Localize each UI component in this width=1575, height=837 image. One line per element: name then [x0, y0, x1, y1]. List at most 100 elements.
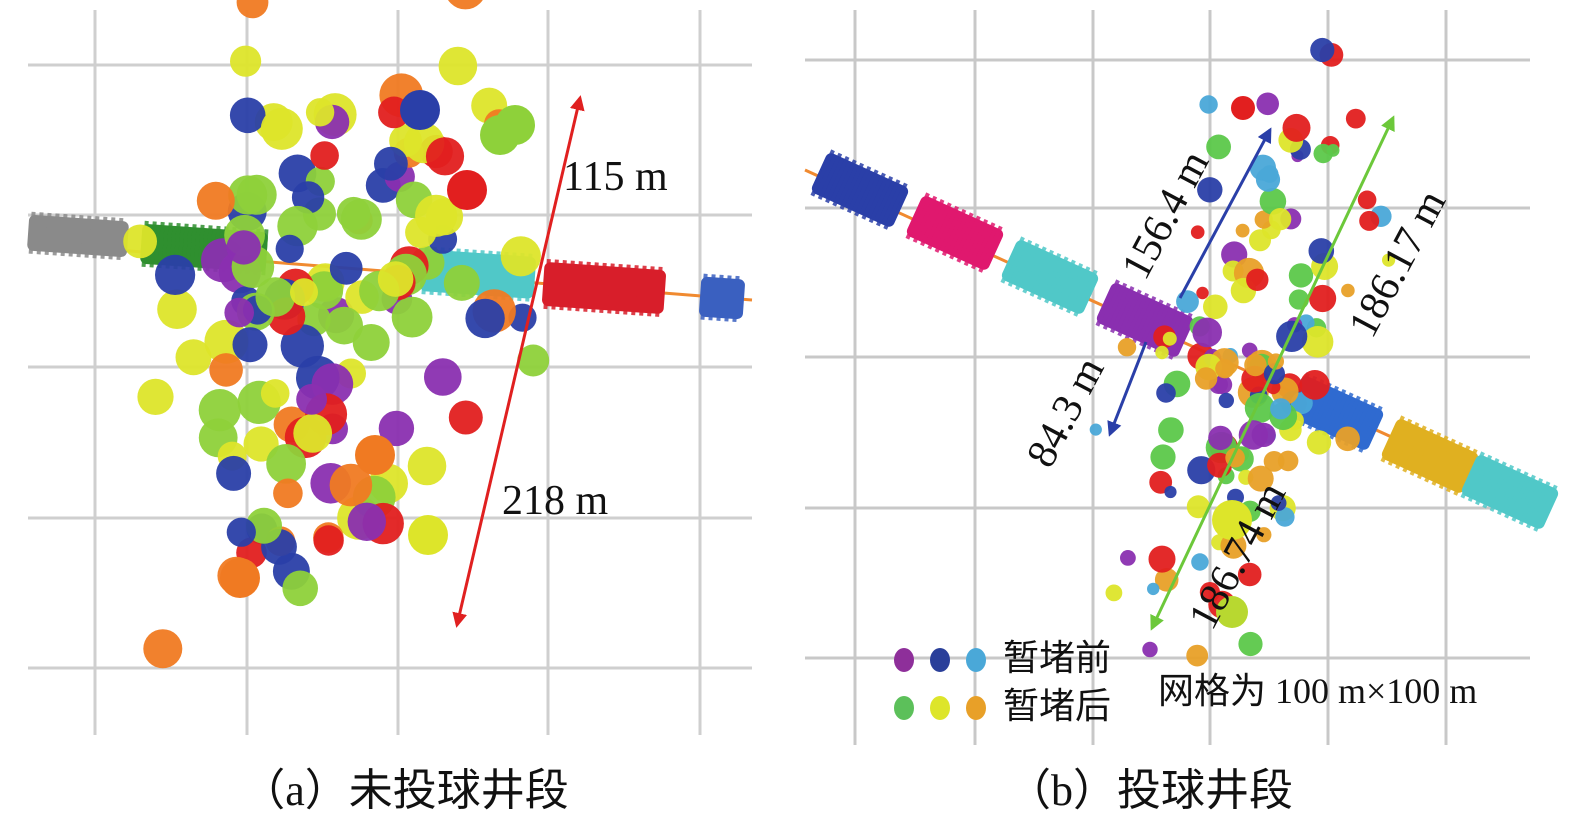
stage-rib — [1489, 464, 1514, 512]
microseismic-event — [378, 410, 415, 447]
stage-rib — [1036, 253, 1062, 301]
microseismic-event — [1155, 345, 1169, 360]
microseismic-event — [1345, 108, 1366, 129]
stage-rib — [1475, 458, 1500, 506]
stage-rib — [883, 182, 908, 230]
microseismic-event — [1276, 320, 1308, 352]
stage-rib — [956, 215, 981, 263]
stage-rib — [920, 199, 945, 247]
stage-rib — [1409, 428, 1434, 476]
microseismic-event — [347, 502, 386, 541]
microseismic-event — [291, 181, 325, 214]
stage-rib — [100, 216, 108, 259]
stage-rib — [1402, 425, 1427, 473]
caption-a: （a）未投球井段 — [241, 766, 569, 815]
stage-rib — [591, 262, 599, 313]
microseismic-event — [1186, 644, 1209, 667]
stage-rib — [655, 266, 663, 317]
stage-rib — [978, 225, 1003, 273]
microseismic-event — [465, 298, 505, 339]
microseismic-event — [1359, 210, 1380, 231]
stage-rib — [854, 169, 879, 217]
microseismic-event — [236, 0, 269, 19]
stage-rib — [912, 195, 938, 243]
stage-rib — [1022, 246, 1047, 294]
stage-rib — [28, 211, 36, 254]
legend-dot-after — [894, 696, 914, 720]
stage-rib — [1504, 471, 1529, 519]
microseismic-event — [1158, 417, 1184, 443]
microseismic-event — [1196, 286, 1209, 300]
microseismic-event — [1260, 165, 1279, 183]
stage-rib — [1395, 422, 1420, 470]
microseismic-event — [123, 224, 157, 259]
stage-rib — [1511, 474, 1536, 522]
microseismic-event — [425, 137, 465, 176]
stage-rib — [631, 265, 639, 316]
frac-stage — [905, 192, 1004, 273]
microseismic-event — [1150, 444, 1176, 470]
microseismic-event — [175, 339, 212, 376]
microseismic-event — [352, 324, 390, 361]
microseismic-event — [1341, 283, 1355, 298]
stage-rib — [927, 202, 952, 250]
microseismic-event — [329, 463, 373, 507]
stage-rib — [116, 217, 124, 261]
microseismic-event — [226, 517, 256, 547]
events-a — [123, 0, 550, 669]
stage-rib — [615, 263, 623, 315]
stage-rib — [868, 175, 894, 224]
stage-rib — [76, 215, 84, 258]
stage-rib — [1058, 262, 1084, 311]
microseismic-event — [1190, 225, 1205, 239]
stage-rib — [971, 222, 996, 270]
stage-rib — [197, 224, 205, 271]
microseismic-event — [1117, 338, 1137, 357]
microseismic-event — [408, 515, 448, 555]
microseismic-event — [143, 629, 183, 669]
microseismic-event — [1147, 582, 1160, 596]
stage-rib — [732, 275, 740, 323]
stage-rib — [1044, 256, 1069, 304]
microseismic-event — [377, 261, 414, 297]
microseismic-event — [1335, 426, 1360, 452]
microseismic-event — [355, 435, 395, 475]
microseismic-event — [447, 170, 487, 210]
label-115m: 115 m — [563, 154, 668, 200]
microseismic-event — [229, 97, 266, 134]
grid-note: 网格为 100 m×100 m — [1158, 671, 1477, 711]
stage-rib — [1416, 432, 1442, 480]
stage-rib — [949, 212, 974, 260]
stage-rib — [1446, 445, 1471, 493]
microseismic-event — [266, 444, 306, 484]
stage-rib — [1066, 266, 1091, 314]
stage-rib — [36, 212, 44, 255]
stage-rib — [1015, 243, 1040, 291]
stage-rib — [1460, 451, 1485, 499]
stage-rib — [1518, 477, 1544, 526]
microseismic-event — [155, 254, 196, 295]
stage-rib — [108, 217, 116, 260]
stage-rib — [810, 149, 835, 197]
microseismic-event — [1156, 383, 1176, 403]
microseismic-event — [310, 141, 339, 170]
legend-dot-after — [930, 696, 950, 720]
stage-rib — [44, 212, 52, 255]
stage-rib — [941, 209, 967, 257]
microseismic-event — [1238, 631, 1263, 657]
stage-rib — [700, 273, 708, 320]
microseismic-event — [260, 379, 290, 408]
stage-rib — [934, 205, 959, 253]
stage-rib — [861, 172, 886, 220]
microseismic-event — [220, 558, 260, 598]
microseismic-event — [1288, 263, 1314, 288]
stage-rib — [1482, 461, 1507, 509]
stage-rib — [1029, 249, 1054, 297]
microseismic-event — [1199, 95, 1218, 114]
microseismic-event — [255, 277, 296, 317]
microseismic-event — [1235, 223, 1250, 238]
microseismic-event — [1162, 331, 1177, 346]
microseismic-event — [198, 389, 241, 432]
microseismic-event — [424, 358, 462, 396]
microseismic-event — [1194, 367, 1218, 390]
